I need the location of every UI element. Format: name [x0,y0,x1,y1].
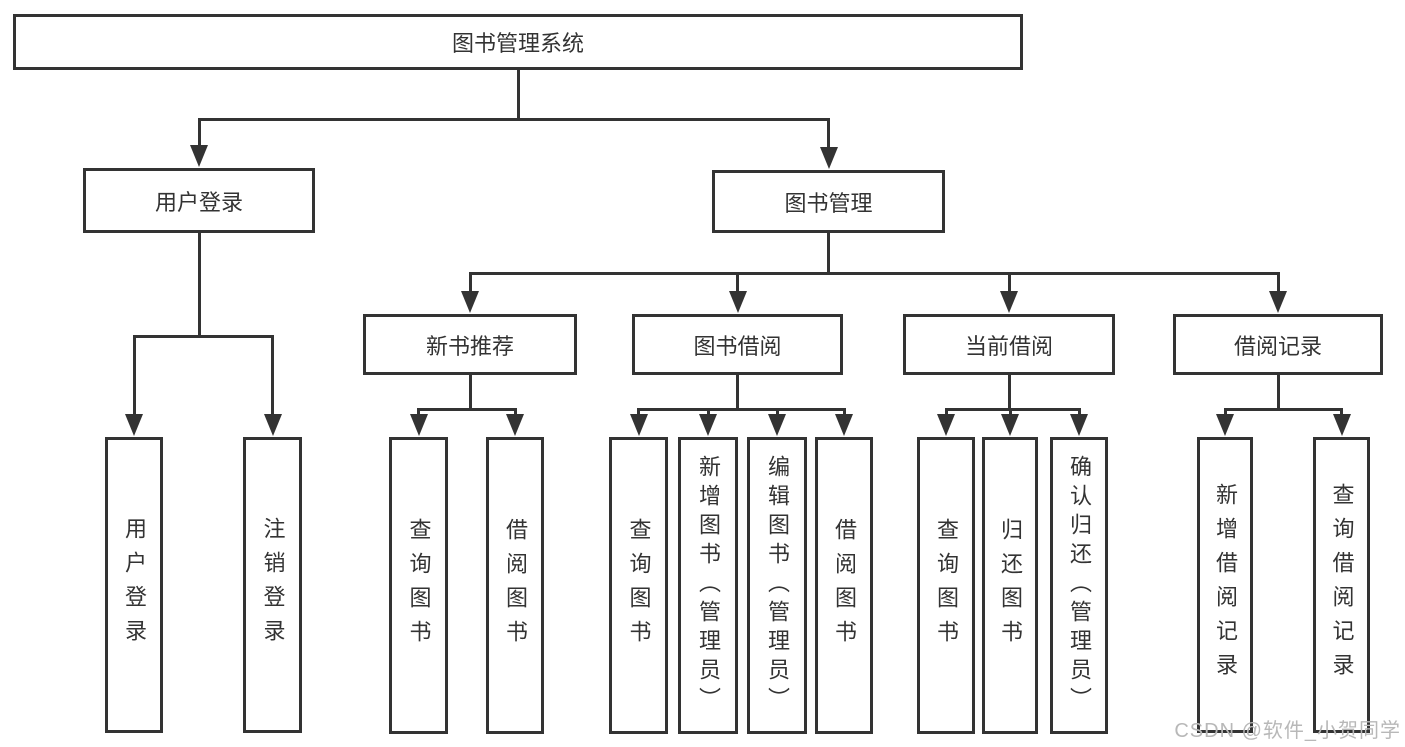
connector-stub-root [516,70,520,118]
node-label-rec-borrow-book: 借阅图书 [503,517,528,654]
connector-stub-borrow-records [1276,375,1280,408]
node-label-user-login: 用户登录 [154,189,243,215]
connector-drop-book-mgmt [827,118,830,154]
connector-drop-new-book-rec [468,272,472,298]
node-br-add-record: 新增借阅记录 [1197,437,1253,733]
arrowhead-cb-return-book [1001,414,1019,436]
arrowhead-book-borrow [728,291,747,313]
arrowhead-leaf-user-login [125,414,143,436]
node-cb-confirm: 确认归还（管理员） [1050,437,1108,734]
node-borrow-records: 借阅记录 [1173,314,1383,375]
arrowhead-bb-query-book [629,414,648,436]
node-label-leaf-user-login: 用户登录 [122,517,147,653]
connector-branch-book-mgmt [468,272,1280,275]
node-label-borrow-records: 借阅记录 [1233,333,1322,359]
node-label-bb-query-book: 查询图书 [626,517,652,654]
arrowhead-new-book-rec [461,291,479,313]
node-current-borrow: 当前借阅 [903,314,1115,375]
arrowhead-cb-query-book [937,414,955,436]
node-root: 图书管理系统 [13,14,1023,70]
node-label-rec-query-book: 查询图书 [406,517,432,654]
node-label-current-borrow: 当前借阅 [964,333,1053,359]
node-bb-borrow-book: 借阅图书 [815,437,873,734]
connector-drop-current-borrow [1007,272,1011,298]
csdn-watermark: CSDN @软件_小贺同学 [1174,720,1401,742]
connector-branch-user-login [132,335,274,338]
node-label-bb-edit-book: 编辑图书（管理员） [765,455,790,716]
connector-drop-book-borrow [736,272,739,298]
node-label-cb-query-book: 查询图书 [934,517,959,654]
node-cb-query-book: 查询图书 [917,437,975,734]
node-label-root: 图书管理系统 [451,31,584,56]
node-label-cb-return-book: 归还图书 [998,517,1023,654]
node-bb-edit-book: 编辑图书（管理员） [747,437,807,734]
node-new-book-rec: 新书推荐 [363,314,577,375]
connector-stub-book-mgmt [827,233,830,272]
connector-branch-root [197,118,830,121]
arrowhead-rec-borrow-book [506,414,524,436]
connector-drop-leaf-logout [271,335,274,421]
node-label-cb-confirm: 确认归还（管理员） [1067,455,1092,716]
node-label-new-book-rec: 新书推荐 [425,333,514,359]
arrowhead-current-borrow [1000,291,1018,313]
node-rec-borrow-book: 借阅图书 [486,437,544,734]
node-leaf-user-login: 用户登录 [105,437,163,733]
connector-drop-user-login [197,118,201,152]
connector-drop-leaf-user-login [132,335,136,421]
node-label-br-query-record: 查询借阅记录 [1329,483,1355,687]
arrowhead-book-mgmt [819,147,838,169]
arrowhead-user-login [190,145,208,167]
arrowhead-br-query-record [1332,414,1351,436]
arrowhead-leaf-logout [263,414,282,436]
node-label-book-borrow: 图书借阅 [693,333,782,359]
arrowhead-borrow-records [1269,291,1287,313]
node-label-leaf-logout: 注销登录 [260,517,286,653]
connector-branch-new-book-rec [417,408,517,411]
connector-branch-current-borrow [944,408,1081,411]
connector-stub-book-borrow [736,375,739,408]
node-user-login: 用户登录 [83,168,315,233]
connector-stub-current-borrow [1007,375,1011,408]
node-br-query-record: 查询借阅记录 [1313,437,1370,733]
connector-stub-user-login [197,233,201,335]
node-book-mgmt: 图书管理 [712,170,945,233]
node-bb-query-book: 查询图书 [609,437,668,734]
arrowhead-bb-add-book [699,414,717,436]
node-book-borrow: 图书借阅 [632,314,843,375]
connector-branch-borrow-records [1223,408,1343,411]
node-label-br-add-record: 新增借阅记录 [1213,483,1238,687]
node-bb-add-book: 新增图书（管理员） [678,437,738,734]
arrowhead-rec-query-book [409,414,428,436]
connector-branch-book-borrow [637,408,846,411]
node-rec-query-book: 查询图书 [389,437,448,734]
node-label-book-mgmt: 图书管理 [784,190,873,216]
arrowhead-bb-edit-book [768,414,786,436]
arrowhead-cb-confirm [1070,414,1088,436]
node-label-bb-add-book: 新增图书（管理员） [696,455,721,716]
connector-drop-borrow-records [1276,272,1280,298]
node-label-bb-borrow-book: 借阅图书 [832,517,857,654]
arrowhead-bb-borrow-book [835,414,853,436]
connector-stub-new-book-rec [468,375,472,408]
node-cb-return-book: 归还图书 [982,437,1038,734]
arrowhead-br-add-record [1216,414,1234,436]
node-leaf-logout: 注销登录 [243,437,302,733]
